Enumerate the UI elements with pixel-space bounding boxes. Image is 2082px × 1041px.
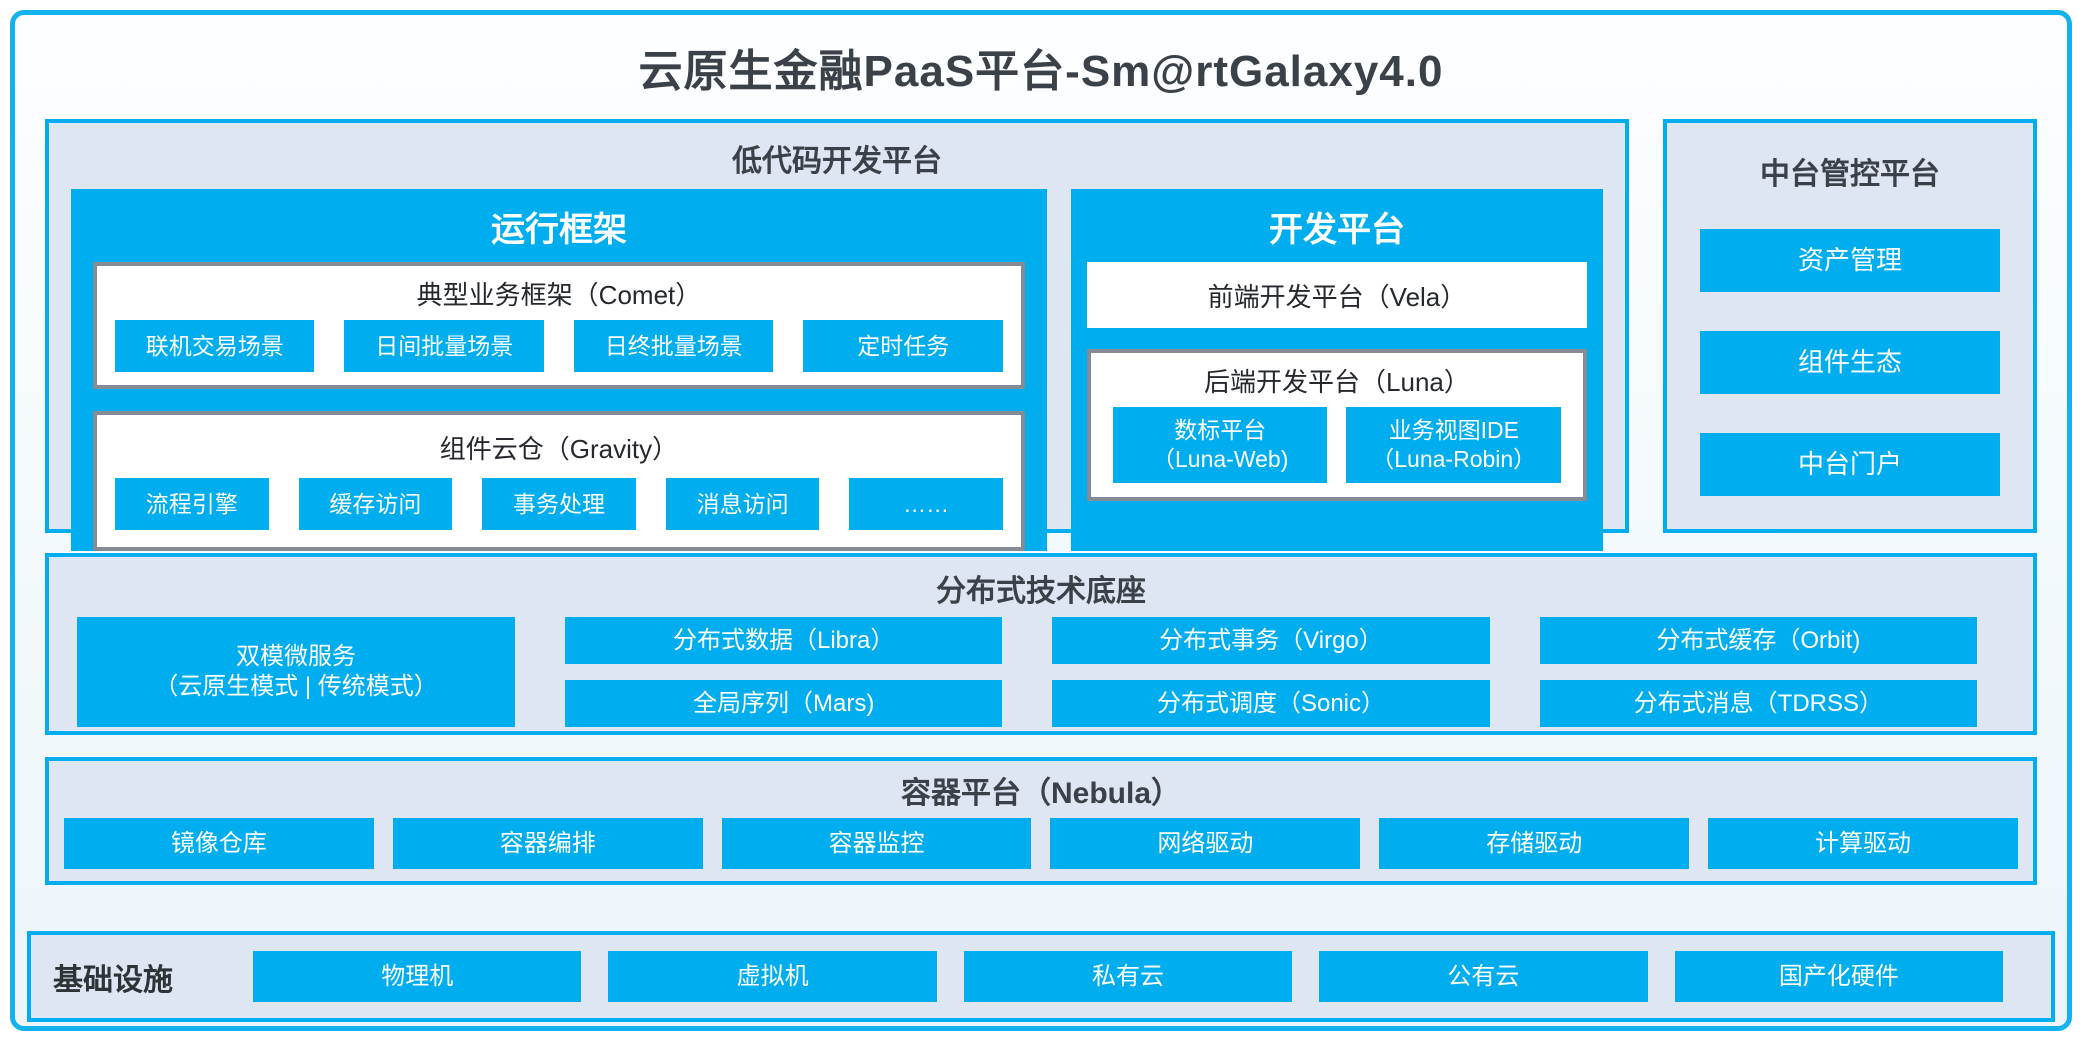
vela-frontend-box: 前端开发平台（Vela）	[1086, 262, 1587, 328]
block-container-orchestration: 容器编排	[392, 818, 703, 869]
block-virtual-machine: 虚拟机	[608, 951, 937, 1002]
luna-robin-line1: 业务视图IDE	[1388, 417, 1519, 444]
block-online-trading: 联机交易场景	[115, 320, 315, 372]
distributed-grid: 双模微服务 （云原生模式 | 传统模式） 分布式数据（Libra） 分布式事务（…	[49, 617, 2033, 727]
luna-web-line1: 数标平台	[1174, 417, 1267, 444]
container-items-row: 镜像仓库 容器编排 容器监控 网络驱动 存储驱动 计算驱动	[49, 818, 2033, 869]
block-global-sequence-mars: 全局序列（Mars)	[565, 680, 1003, 727]
lowcode-platform-title: 低代码开发平台	[732, 145, 942, 178]
block-dual-mode-microservices: 双模微服务 （云原生模式 | 传统模式）	[77, 617, 515, 727]
block-network-driver: 网络驱动	[1050, 818, 1361, 869]
block-container-monitoring: 容器监控	[721, 818, 1032, 869]
distributed-base-panel: 分布式技术底座 双模微服务 （云原生模式 | 传统模式） 分布式数据（Libra…	[45, 553, 2037, 735]
luna-backend-label: 后端开发平台（Luna）	[1204, 367, 1470, 397]
block-distributed-cache-orbit: 分布式缓存（Orbit)	[1539, 617, 1977, 664]
infrastructure-panel: 基础设施 物理机 虚拟机 私有云 公有云 国产化硬件	[27, 931, 2055, 1022]
dev-platform-panel: 开发平台 前端开发平台（Vela） 后端开发平台（Luna） 数标平台 （Lun…	[1070, 189, 1603, 551]
diagram-canvas: 云原生金融PaaS平台-Sm@rtGalaxy4.0 低代码开发平台 运行框架 …	[10, 10, 2072, 1031]
dev-platform-title: 开发平台	[1268, 211, 1405, 249]
comet-framework-label: 典型业务框架（Comet）	[416, 280, 702, 310]
distributed-base-title: 分布式技术底座	[936, 575, 1146, 608]
block-distributed-data-libra: 分布式数据（Libra）	[565, 617, 1003, 664]
block-public-cloud: 公有云	[1319, 951, 1648, 1002]
block-luna-web: 数标平台 （Luna-Web)	[1112, 407, 1328, 483]
infrastructure-title: 基础设施	[53, 963, 173, 997]
block-asset-management: 资产管理	[1700, 229, 2000, 292]
dual-mode-line1: 双模微服务	[236, 643, 356, 670]
comet-items-row: 联机交易场景 日间批量场景 日终批量场景 定时任务	[97, 320, 1021, 385]
dual-mode-line2: （云原生模式 | 传统模式）	[154, 673, 438, 700]
page-title: 云原生金融PaaS平台-Sm@rtGalaxy4.0	[638, 47, 1444, 96]
block-private-cloud: 私有云	[963, 951, 1293, 1002]
midplatform-title: 中台管控平台	[1760, 158, 1940, 191]
block-distributed-transaction-virgo: 分布式事务（Virgo）	[1052, 617, 1490, 664]
midplatform-items: 资产管理 组件生态 中台门户	[1667, 193, 2033, 496]
block-luna-robin: 业务视图IDE （Luna-Robin）	[1346, 407, 1561, 483]
runtime-framework-panel: 运行框架 典型业务框架（Comet） 联机交易场景 日间批量场景 日终批量场景 …	[71, 189, 1047, 551]
block-domestic-hardware: 国产化硬件	[1674, 951, 2004, 1002]
block-storage-driver: 存储驱动	[1379, 818, 1690, 869]
block-image-registry: 镜像仓库	[64, 818, 374, 869]
block-midplatform-portal: 中台门户	[1700, 433, 2000, 496]
luna-web-line2: （Luna-Web)	[1152, 446, 1289, 472]
comet-framework-box: 典型业务框架（Comet） 联机交易场景 日间批量场景 日终批量场景 定时任务	[93, 262, 1025, 389]
container-platform-title: 容器平台（Nebula）	[900, 777, 1182, 810]
block-eod-batch: 日终批量场景	[573, 320, 774, 372]
block-distributed-messaging-tdrss: 分布式消息（TDRSS）	[1539, 680, 1977, 727]
block-ellipsis: ……	[849, 478, 1003, 530]
block-compute-driver: 计算驱动	[1708, 818, 2018, 869]
block-process-engine: 流程引擎	[115, 478, 269, 530]
block-message-access: 消息访问	[665, 478, 820, 530]
lowcode-platform-panel: 低代码开发平台 运行框架 典型业务框架（Comet） 联机交易场景 日间批量场景…	[45, 119, 1629, 551]
block-distributed-scheduling-sonic: 分布式调度（Sonic）	[1052, 680, 1490, 727]
luna-robin-line2: （Luna-Robin）	[1371, 446, 1537, 472]
block-scheduled-task: 定时任务	[803, 320, 1003, 372]
gravity-warehouse-box: 组件云仓（Gravity） 流程引擎 缓存访问 事务处理 消息访问 ……	[93, 411, 1025, 551]
block-physical-machine: 物理机	[253, 951, 582, 1002]
gravity-warehouse-label: 组件云仓（Gravity）	[439, 434, 679, 464]
top-row: 低代码开发平台 运行框架 典型业务框架（Comet） 联机交易场景 日间批量场景…	[45, 119, 2037, 551]
luna-backend-box: 后端开发平台（Luna） 数标平台 （Luna-Web) 业务视图IDE （Lu…	[1086, 349, 1587, 501]
block-component-ecosystem: 组件生态	[1700, 331, 2000, 394]
diagram-content: 低代码开发平台 运行框架 典型业务框架（Comet） 联机交易场景 日间批量场景…	[15, 119, 2067, 885]
lowcode-body: 运行框架 典型业务框架（Comet） 联机交易场景 日间批量场景 日终批量场景 …	[49, 189, 1625, 561]
runtime-framework-title: 运行框架	[490, 211, 627, 249]
block-cache-access: 缓存访问	[298, 478, 453, 530]
block-transaction-processing: 事务处理	[482, 478, 636, 530]
gravity-items-row: 流程引擎 缓存访问 事务处理 消息访问 ……	[97, 478, 1021, 547]
block-daytime-batch: 日间批量场景	[344, 320, 544, 372]
container-platform-panel: 容器平台（Nebula） 镜像仓库 容器编排 容器监控 网络驱动 存储驱动 计算…	[45, 757, 2037, 885]
luna-items-row: 数标平台 （Luna-Web) 业务视图IDE （Luna-Robin）	[1091, 407, 1583, 497]
midplatform-panel: 中台管控平台 资产管理 组件生态 中台门户	[1663, 119, 2037, 533]
